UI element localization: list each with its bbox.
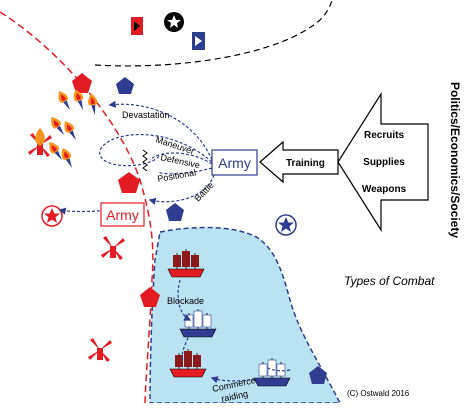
fire-icon xyxy=(35,128,45,146)
star-icon xyxy=(275,214,297,236)
resource-recruits: Recruits xyxy=(364,130,404,141)
torch-icon xyxy=(54,88,75,113)
label-battle: Battle xyxy=(192,180,215,203)
resource-supplies: Supplies xyxy=(363,157,405,168)
pentagon-icon xyxy=(72,73,92,93)
flag-icon xyxy=(192,32,205,50)
star-icon xyxy=(164,12,184,32)
blue-army-box xyxy=(211,149,258,176)
red-army-box xyxy=(100,202,145,227)
pentagon-icon xyxy=(309,366,327,384)
credit-text: (C) Ostwald 2016 xyxy=(347,389,410,398)
red-army-label: Army xyxy=(106,207,139,223)
pentagon-icon xyxy=(118,172,140,193)
label-positional: Positional xyxy=(157,167,197,184)
label-devastation: Devastation xyxy=(122,110,170,120)
flag-icon xyxy=(131,17,143,35)
border-line xyxy=(94,0,333,67)
windmill-icon xyxy=(88,338,112,362)
resource-arrow xyxy=(337,91,429,233)
windmill-icon xyxy=(101,236,125,260)
label-blockade: Blockade xyxy=(167,296,204,306)
training-label: Training xyxy=(286,158,325,169)
blue-army-label: Army xyxy=(218,155,251,171)
pentagon-icon xyxy=(166,203,184,221)
frontier-line xyxy=(0,11,154,404)
fortification-line xyxy=(142,149,148,172)
resource-weapons: Weapons xyxy=(362,184,407,195)
pentagon-icon xyxy=(116,77,134,94)
movement-paths xyxy=(58,100,291,384)
star-icon xyxy=(41,205,63,227)
torch-icon xyxy=(60,118,81,143)
vertical-label: Politics/Economics/Society xyxy=(448,82,462,238)
diagram-title: Types of Combat xyxy=(344,274,435,288)
pentagon-icon xyxy=(140,287,160,307)
